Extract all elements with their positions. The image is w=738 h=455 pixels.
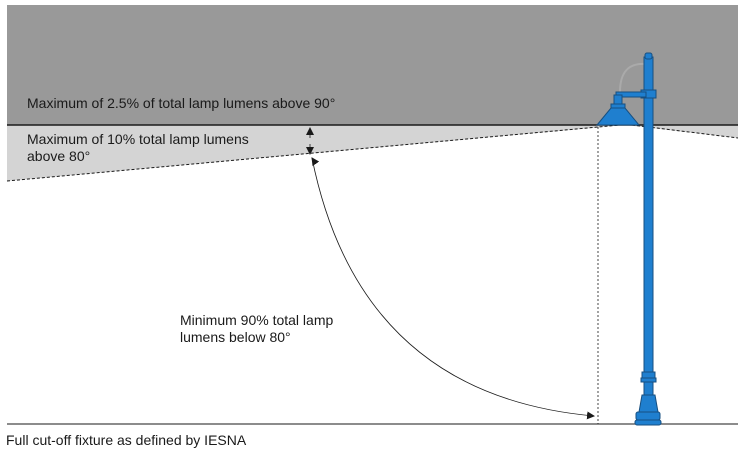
label-below-80-line1: Minimum 90% total lamp: [180, 312, 334, 328]
arc-arrow: [311, 157, 595, 420]
label-above-90: Maximum of 2.5% of total lamp lumens abo…: [27, 95, 336, 111]
lamp-post-icon: [595, 52, 662, 426]
figure-caption: Full cut-off fixture as defined by IESNA: [6, 432, 247, 448]
label-above-80-line1: Maximum of 10% total lamp lumens: [27, 131, 249, 147]
arc-arrow-top: [311, 157, 320, 167]
label-below-80-line2: lumens below 80°: [180, 329, 291, 345]
label-below-80: Minimum 90% total lamp lumens below 80°: [180, 312, 333, 346]
label-above-80: Maximum of 10% total lamp lumens above 8…: [27, 131, 249, 165]
label-above-80-line2: above 80°: [27, 148, 91, 164]
zone-80-to-90: [7, 125, 738, 181]
